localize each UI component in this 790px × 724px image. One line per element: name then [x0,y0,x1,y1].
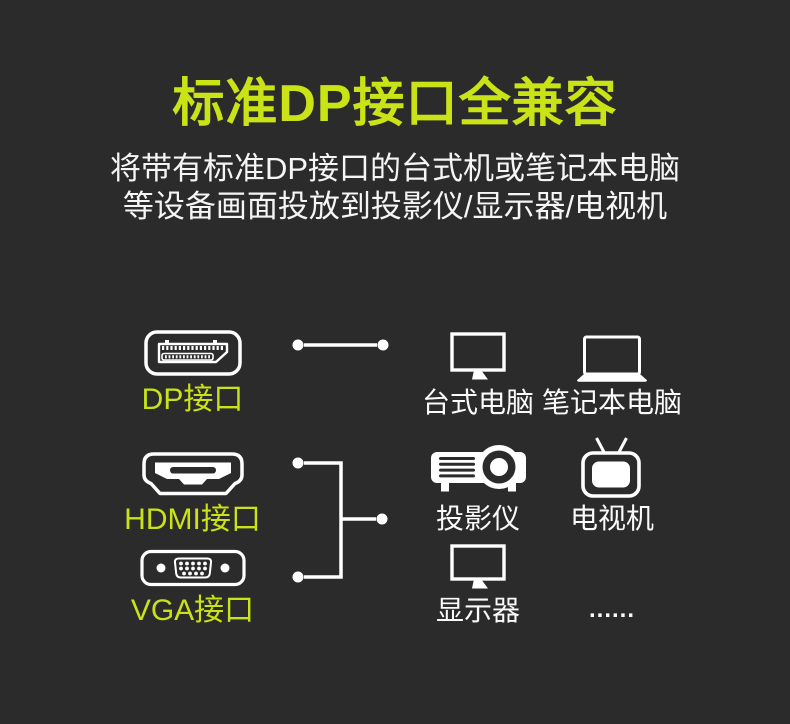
device-label-monitor: 显示器 [435,595,520,626]
hdmi-port-icon [141,452,244,496]
port-label-vga: VGA接口 [130,594,255,627]
line-end-dot [377,339,389,351]
desktop-computer-icon [450,330,506,382]
line-end-dot [292,339,304,351]
line-end-dot [292,457,304,469]
projector-icon [430,437,526,498]
device-label-desktop: 台式电脑 [421,387,534,418]
port-item-vga: VGA接口 [120,549,265,626]
device-item-projector: 投影仪 [408,437,548,533]
device-item-desktop: 台式电脑 [408,330,548,417]
port-item-hdmi: HDMI接口 [120,452,265,535]
port-item-dp: DP接口 [120,330,265,415]
page-title: 标准DP接口全兼容 [172,75,618,133]
line-end-dot [292,571,304,583]
device-item-tv: 电视机 [542,437,682,533]
page-subtitle: 将带有标准DP接口的台式机或笔记本电脑 等设备画面投放到投影仪/显示器/电视机 [0,150,790,226]
subtitle-line-2: 等设备画面投放到投影仪/显示器/电视机 [122,189,668,224]
device-label-laptop: 笔记本电脑 [542,387,683,418]
port-label-hdmi: HDMI接口 [124,503,261,536]
tv-icon [581,437,643,498]
laptop-icon [577,330,647,382]
more-devices-ellipsis: ...... [588,596,635,623]
device-item-monitor: 显示器 [408,544,548,626]
device-label-tv: 电视机 [569,503,654,534]
vga-port-icon [139,549,246,587]
device-label-projector: 投影仪 [435,503,520,534]
monitor-icon [450,544,506,590]
port-label-dp: DP接口 [141,383,244,416]
line-end-dot [376,513,388,525]
device-item-laptop: 笔记本电脑 [542,330,682,417]
subtitle-line-1: 将带有标准DP接口的台式机或笔记本电脑 [109,151,681,186]
dp-port-icon [143,330,242,376]
